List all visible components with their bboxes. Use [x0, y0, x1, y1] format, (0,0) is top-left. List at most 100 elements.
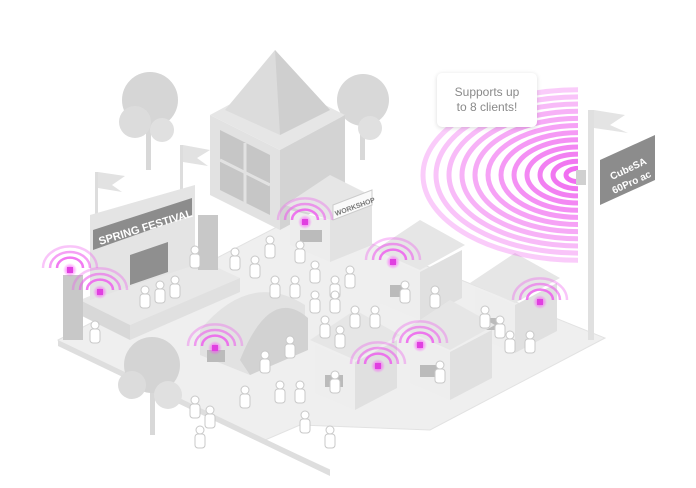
tree: [118, 337, 182, 435]
callout-line1: Supports up: [454, 85, 520, 99]
ap-signal-wave: [485, 123, 579, 227]
person-body: [294, 248, 306, 264]
person-head: [330, 275, 340, 285]
person: [239, 385, 251, 409]
person-body: [239, 393, 251, 409]
person: [429, 285, 441, 309]
person-body: [349, 313, 361, 329]
person-head: [295, 240, 305, 250]
person-body: [344, 273, 356, 289]
tree: [337, 74, 389, 160]
person: [324, 425, 336, 449]
wifi-signal-arc: [283, 202, 327, 221]
person-head: [90, 320, 100, 330]
person-head: [400, 280, 410, 290]
person-head: [480, 305, 490, 315]
person: [289, 275, 301, 299]
wifi-signal-arc: [85, 278, 115, 291]
person-head: [495, 315, 505, 325]
person-head: [525, 330, 535, 340]
person-head: [335, 325, 345, 335]
person-body: [274, 388, 286, 404]
person-head: [260, 350, 270, 360]
person: [154, 280, 166, 304]
booth-table: [420, 365, 438, 377]
wifi-signal-arc: [349, 341, 407, 365]
person: [229, 247, 241, 271]
person: [189, 245, 201, 269]
person: [349, 305, 361, 329]
person-head: [230, 247, 240, 257]
person-body: [194, 433, 206, 449]
person: [319, 315, 331, 339]
stage-screen: [130, 242, 168, 285]
wifi-device: [97, 289, 103, 295]
flag: [180, 145, 210, 190]
person-head: [290, 275, 300, 285]
person: [329, 290, 341, 314]
wifi-signal-arc: [511, 277, 569, 301]
person-body: [259, 358, 271, 374]
person-head: [190, 395, 200, 405]
person-body: [324, 433, 336, 449]
person-head: [300, 410, 310, 420]
person-body: [369, 313, 381, 329]
wifi-signal-arc: [71, 267, 129, 291]
wifi-device: [390, 259, 396, 265]
person: [169, 275, 181, 299]
booth-roof: [405, 300, 495, 350]
person-head: [195, 425, 205, 435]
person-head: [310, 260, 320, 270]
wifi-signal-arc: [391, 320, 449, 344]
wifi-device: [417, 342, 423, 348]
person-body: [504, 338, 516, 354]
wifi-signal-arc: [364, 237, 422, 261]
ap-signal-wave: [524, 144, 579, 206]
wifi-signal-arc: [363, 352, 393, 365]
person-head: [205, 405, 215, 415]
person-head: [275, 380, 285, 390]
wifi-signal-arc: [518, 282, 562, 301]
person-head: [140, 285, 150, 295]
person-head: [370, 305, 380, 315]
wifi-signal-arc: [356, 346, 400, 365]
wifi-signal-arc: [378, 248, 408, 261]
wifi-signal-arc: [525, 288, 555, 301]
person: [264, 235, 276, 259]
person-body: [169, 283, 181, 299]
person-head: [350, 305, 360, 315]
wifi-device: [212, 345, 218, 351]
person: [434, 360, 446, 384]
speaker: [63, 275, 83, 340]
person-body: [329, 298, 341, 314]
person-body: [89, 328, 101, 344]
wifi-signal-arc: [193, 328, 237, 347]
wifi-signal-arc: [55, 256, 85, 269]
person: [294, 380, 306, 404]
person: [344, 265, 356, 289]
person: [249, 255, 261, 279]
person-body: [309, 298, 321, 314]
person: [89, 320, 101, 344]
person-body: [309, 268, 321, 284]
ap-pole: CubeSA 60Pro ac: [576, 110, 655, 340]
wifi-signal-arc: [405, 331, 435, 344]
person: [399, 280, 411, 304]
ap-signal-wave: [511, 137, 579, 213]
wifi-device: [67, 267, 73, 273]
person-head: [435, 360, 445, 370]
ap-signal-wave: [550, 158, 579, 192]
person-head: [190, 245, 200, 255]
person: [299, 410, 311, 434]
person-body: [189, 403, 201, 419]
person: [274, 380, 286, 404]
person-head: [310, 290, 320, 300]
person-head: [505, 330, 515, 340]
person: [284, 335, 296, 359]
person: [494, 315, 506, 339]
person-head: [295, 380, 305, 390]
person: [329, 370, 341, 394]
callout-line2: to 8 clients!: [456, 100, 518, 114]
